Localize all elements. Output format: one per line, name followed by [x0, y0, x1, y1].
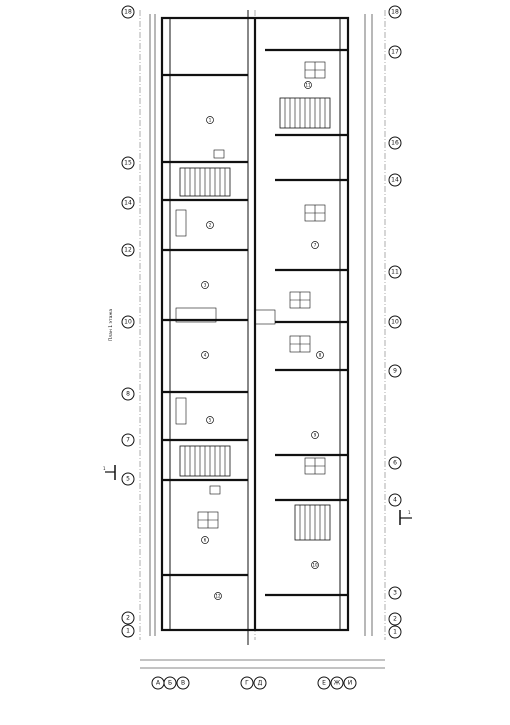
- dimension-lines: [140, 14, 385, 669]
- room-number-markers: 1 2 3 4 5 6 7 8 9 10 11 12: [201, 81, 324, 600]
- furniture: [175, 61, 326, 529]
- svg-text:2: 2: [126, 615, 130, 622]
- svg-text:17: 17: [391, 49, 399, 56]
- svg-text:5: 5: [209, 418, 212, 423]
- stair-upper-right: [279, 97, 331, 129]
- svg-text:А: А: [156, 680, 161, 687]
- svg-text:9: 9: [393, 368, 397, 375]
- svg-text:18: 18: [124, 9, 132, 16]
- svg-text:10: 10: [312, 563, 318, 568]
- svg-text:12: 12: [215, 594, 221, 599]
- svg-text:7: 7: [314, 243, 317, 248]
- bottom-axis-markers: А Б В Г Д Е Ж И: [151, 676, 357, 690]
- svg-text:15: 15: [124, 160, 132, 167]
- svg-text:3: 3: [204, 283, 207, 288]
- svg-text:6: 6: [204, 538, 207, 543]
- svg-text:4: 4: [393, 497, 397, 504]
- stair-lower-right: [294, 504, 331, 541]
- svg-text:16: 16: [391, 140, 399, 147]
- svg-text:И: И: [348, 680, 353, 687]
- svg-text:12: 12: [124, 247, 132, 254]
- svg-text:9: 9: [314, 433, 317, 438]
- svg-text:8: 8: [126, 391, 130, 398]
- svg-text:1: 1: [209, 118, 212, 123]
- building-walls: [160, 10, 350, 645]
- section-mark-left: 1: [103, 465, 116, 480]
- svg-text:Е: Е: [322, 680, 326, 687]
- svg-text:18: 18: [391, 9, 399, 16]
- svg-text:2: 2: [209, 223, 212, 228]
- svg-text:1: 1: [408, 510, 411, 515]
- stair-left-lower: [179, 445, 231, 477]
- section-mark-right: 1: [399, 510, 412, 525]
- svg-text:11: 11: [305, 83, 311, 88]
- svg-text:Д: Д: [258, 680, 263, 687]
- svg-text:5: 5: [126, 476, 130, 483]
- svg-text:14: 14: [391, 177, 399, 184]
- svg-text:Г: Г: [245, 680, 249, 687]
- stair-left-upper: [179, 167, 231, 197]
- svg-text:10: 10: [391, 319, 399, 326]
- left-axis-markers: 18 15 14 12 10 8 7 5 2 1: [121, 5, 135, 638]
- svg-text:1: 1: [103, 466, 106, 471]
- svg-text:6: 6: [393, 460, 397, 467]
- svg-text:11: 11: [391, 269, 399, 276]
- svg-text:Ж: Ж: [334, 680, 341, 687]
- svg-text:1: 1: [126, 628, 130, 635]
- plan-caption: План 1 этажа: [108, 309, 114, 342]
- svg-text:2: 2: [393, 616, 397, 623]
- svg-text:7: 7: [126, 437, 130, 444]
- right-axis-markers: 18 17 16 14 11 10 9 6 4 3 2 1: [388, 5, 402, 639]
- svg-text:В: В: [181, 680, 185, 687]
- svg-text:8: 8: [319, 353, 322, 358]
- svg-text:10: 10: [124, 319, 132, 326]
- svg-text:3: 3: [393, 590, 397, 597]
- svg-text:1: 1: [393, 629, 397, 636]
- svg-text:Б: Б: [168, 680, 172, 687]
- svg-text:4: 4: [204, 353, 207, 358]
- svg-text:14: 14: [124, 200, 132, 207]
